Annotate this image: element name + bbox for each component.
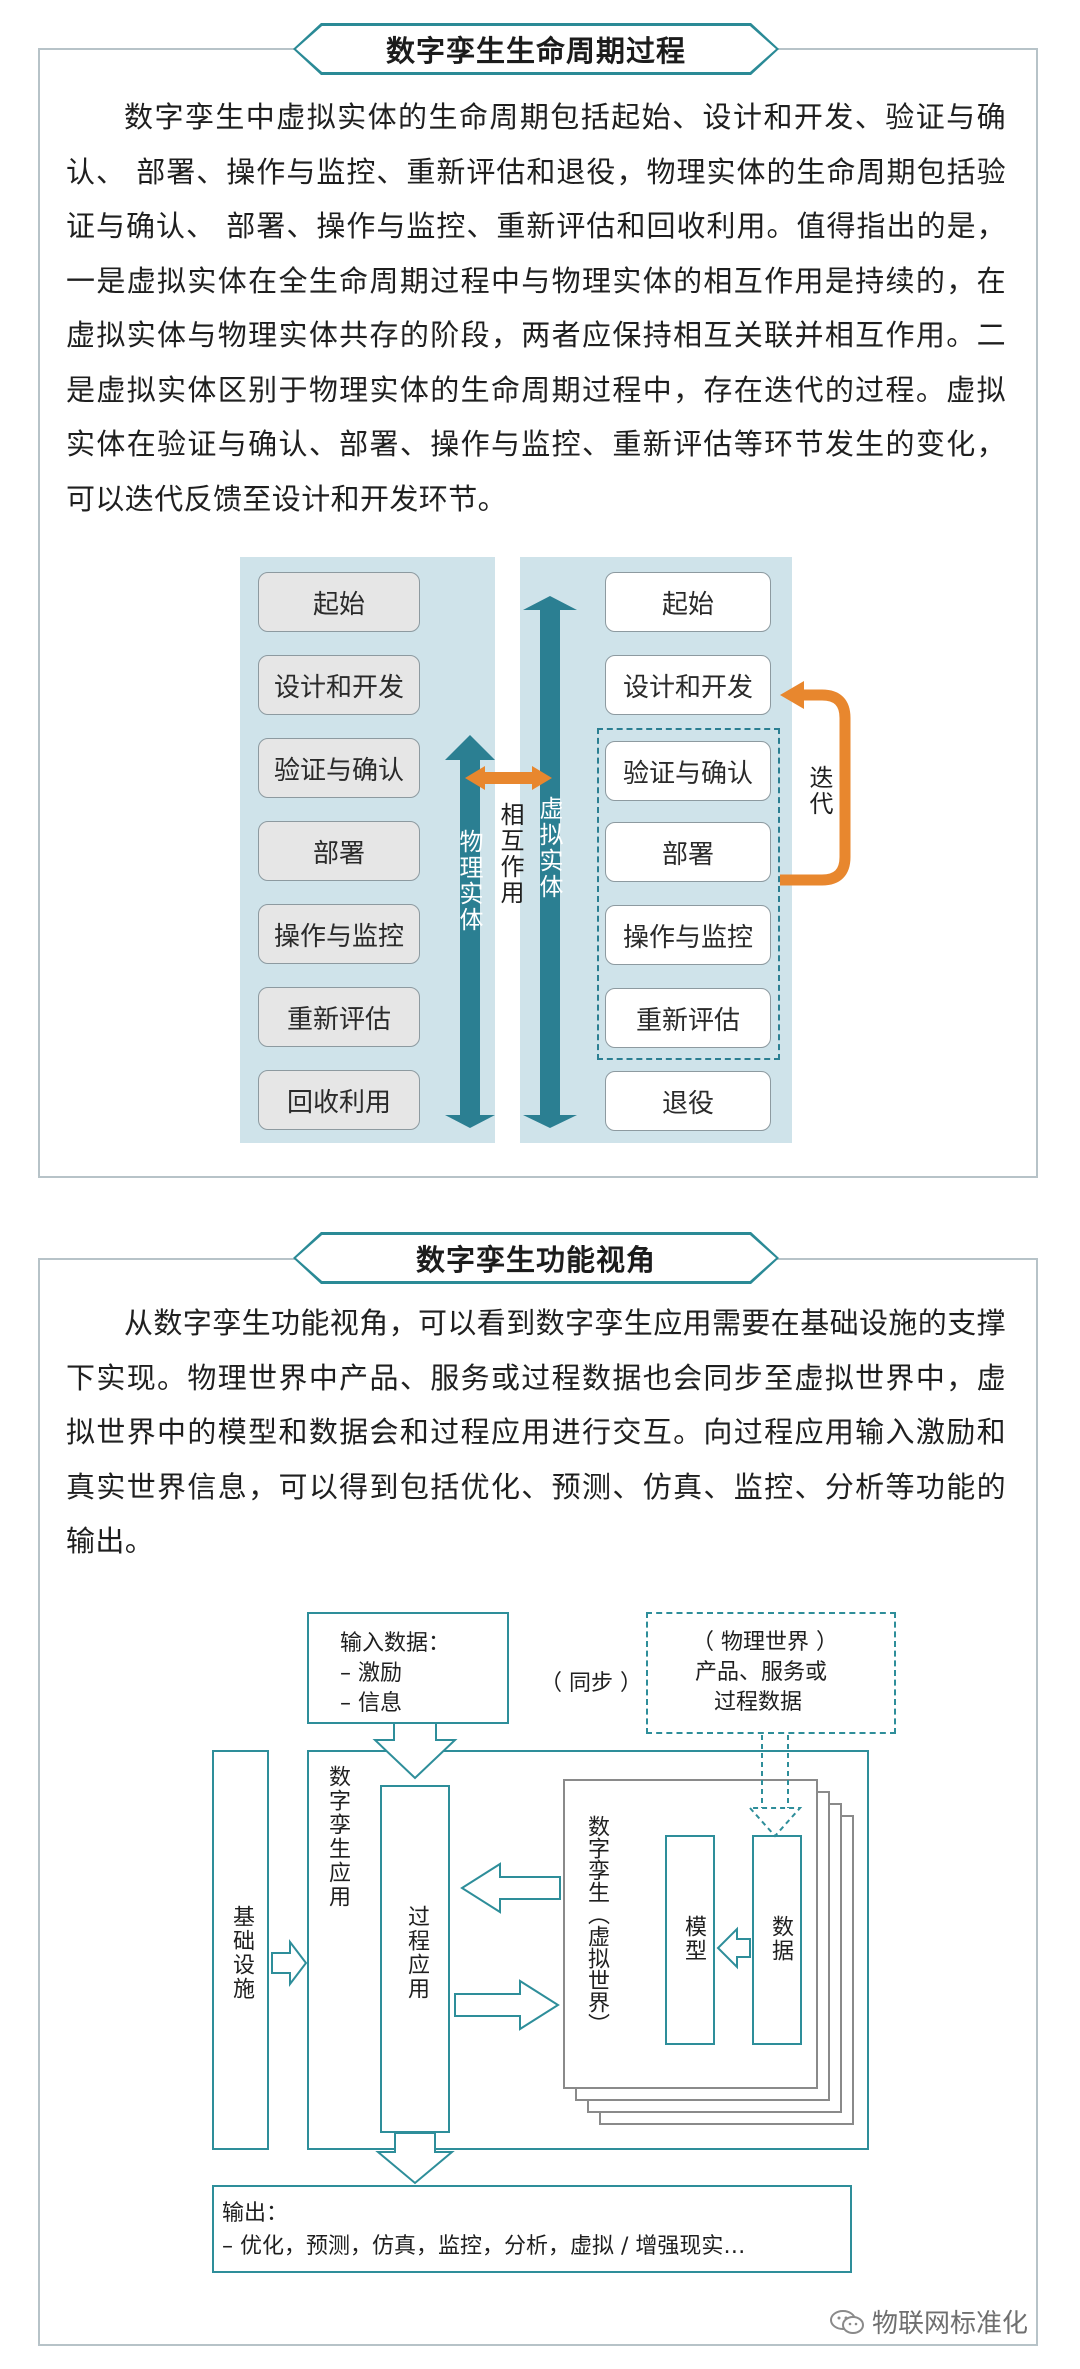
- lifecycle-arrows: [445, 596, 851, 1128]
- iteration-label: 迭代: [805, 765, 833, 817]
- input-item-info: – 信息: [340, 1691, 402, 1716]
- physical-world-box: [646, 1612, 896, 1734]
- process-application-label: 过程应用: [404, 1905, 429, 2001]
- wechat-icon: [830, 2309, 864, 2335]
- section1-title-banner: 数字孪生生命周期过程: [293, 23, 779, 75]
- infrastructure-box: [212, 1750, 269, 2150]
- virtual-stage-reassess: 重新评估: [605, 988, 771, 1048]
- input-data-title: 输入数据：: [340, 1631, 451, 1656]
- physical-entity-label: 物理实体: [455, 829, 483, 933]
- virtual-world-label: 数字孪生（虚拟世界）: [584, 1815, 609, 2035]
- interaction-arrow: [465, 766, 552, 790]
- section2-title-banner: 数字孪生功能视角: [293, 1232, 779, 1284]
- physical-entity-arrow: [445, 735, 495, 1128]
- sync-down-arrow: [749, 1735, 803, 1838]
- virtual-stage-deploy: 部署: [605, 822, 771, 882]
- physical-stage-start: 起始: [258, 572, 420, 632]
- virtual-to-process-arrow: [460, 1862, 561, 1914]
- output-down-arrow: [375, 2132, 455, 2185]
- virtual-stage-retire: 退役: [605, 1071, 771, 1131]
- interaction-label: 相互作用: [496, 802, 524, 906]
- physical-stage-design: 设计和开发: [258, 655, 420, 715]
- physical-world-line2: 过程数据: [714, 1690, 803, 1715]
- iteration-arrow: [780, 689, 851, 886]
- iteration-group-outline: [597, 728, 780, 1060]
- sync-label: （ 同步 ）: [540, 1671, 642, 1696]
- section2-paragraph: 从数字孪生功能视角，可以看到数字孪生应用需要在基础设施的支撑下实现。物理世界中产…: [66, 1306, 1007, 1558]
- input-down-arrow: [372, 1722, 458, 1780]
- section1-paragraph: 数字孪生中虚拟实体的生命周期包括起始、设计和开发、验证与确认、 部署、操作与监控…: [66, 100, 1006, 516]
- watermark: 物联网标准化: [830, 2303, 1028, 2340]
- physical-stage-reassess: 重新评估: [258, 987, 420, 1047]
- infrastructure-arrow: [271, 1939, 308, 1987]
- section2-title: 数字孪生功能视角: [296, 1235, 776, 1281]
- virtual-stage-design: 设计和开发: [605, 655, 771, 715]
- dt-application-label: 数字孪生应用: [325, 1765, 350, 1909]
- virtual-stage-start: 起始: [605, 572, 771, 632]
- virtual-stage-operate: 操作与监控: [605, 905, 771, 965]
- model-label: 模型: [681, 1915, 706, 1963]
- section1-title: 数字孪生生命周期过程: [296, 26, 776, 72]
- input-item-stimulus: – 激励: [340, 1661, 402, 1686]
- virtual-entity-label: 虚拟实体: [535, 796, 563, 900]
- output-box: [212, 2185, 852, 2273]
- physical-stage-deploy: 部署: [258, 821, 420, 881]
- physical-stage-recycle: 回收利用: [258, 1070, 420, 1130]
- output-items: – 优化，预测，仿真，监控，分析，虚拟 / 增强现实…: [222, 2234, 746, 2259]
- data-label: 数据: [768, 1915, 793, 1963]
- watermark-text: 物联网标准化: [872, 2309, 1029, 2339]
- physical-world-line1: 产品、服务或: [695, 1660, 828, 1685]
- data-box: [752, 1835, 802, 2045]
- physical-stage-operate: 操作与监控: [258, 904, 420, 964]
- physical-world-title: （ 物理世界 ）: [692, 1630, 838, 1655]
- output-title: 输出：: [222, 2201, 289, 2226]
- infrastructure-label: 基础设施: [229, 1905, 254, 2001]
- process-to-virtual-arrow: [454, 1979, 560, 2031]
- virtual-entity-arrow: [523, 596, 577, 1128]
- data-to-model-arrow: [716, 1926, 751, 1970]
- physical-stage-verify: 验证与确认: [258, 738, 420, 798]
- virtual-stage-verify: 验证与确认: [605, 741, 771, 801]
- model-box: [665, 1835, 715, 2045]
